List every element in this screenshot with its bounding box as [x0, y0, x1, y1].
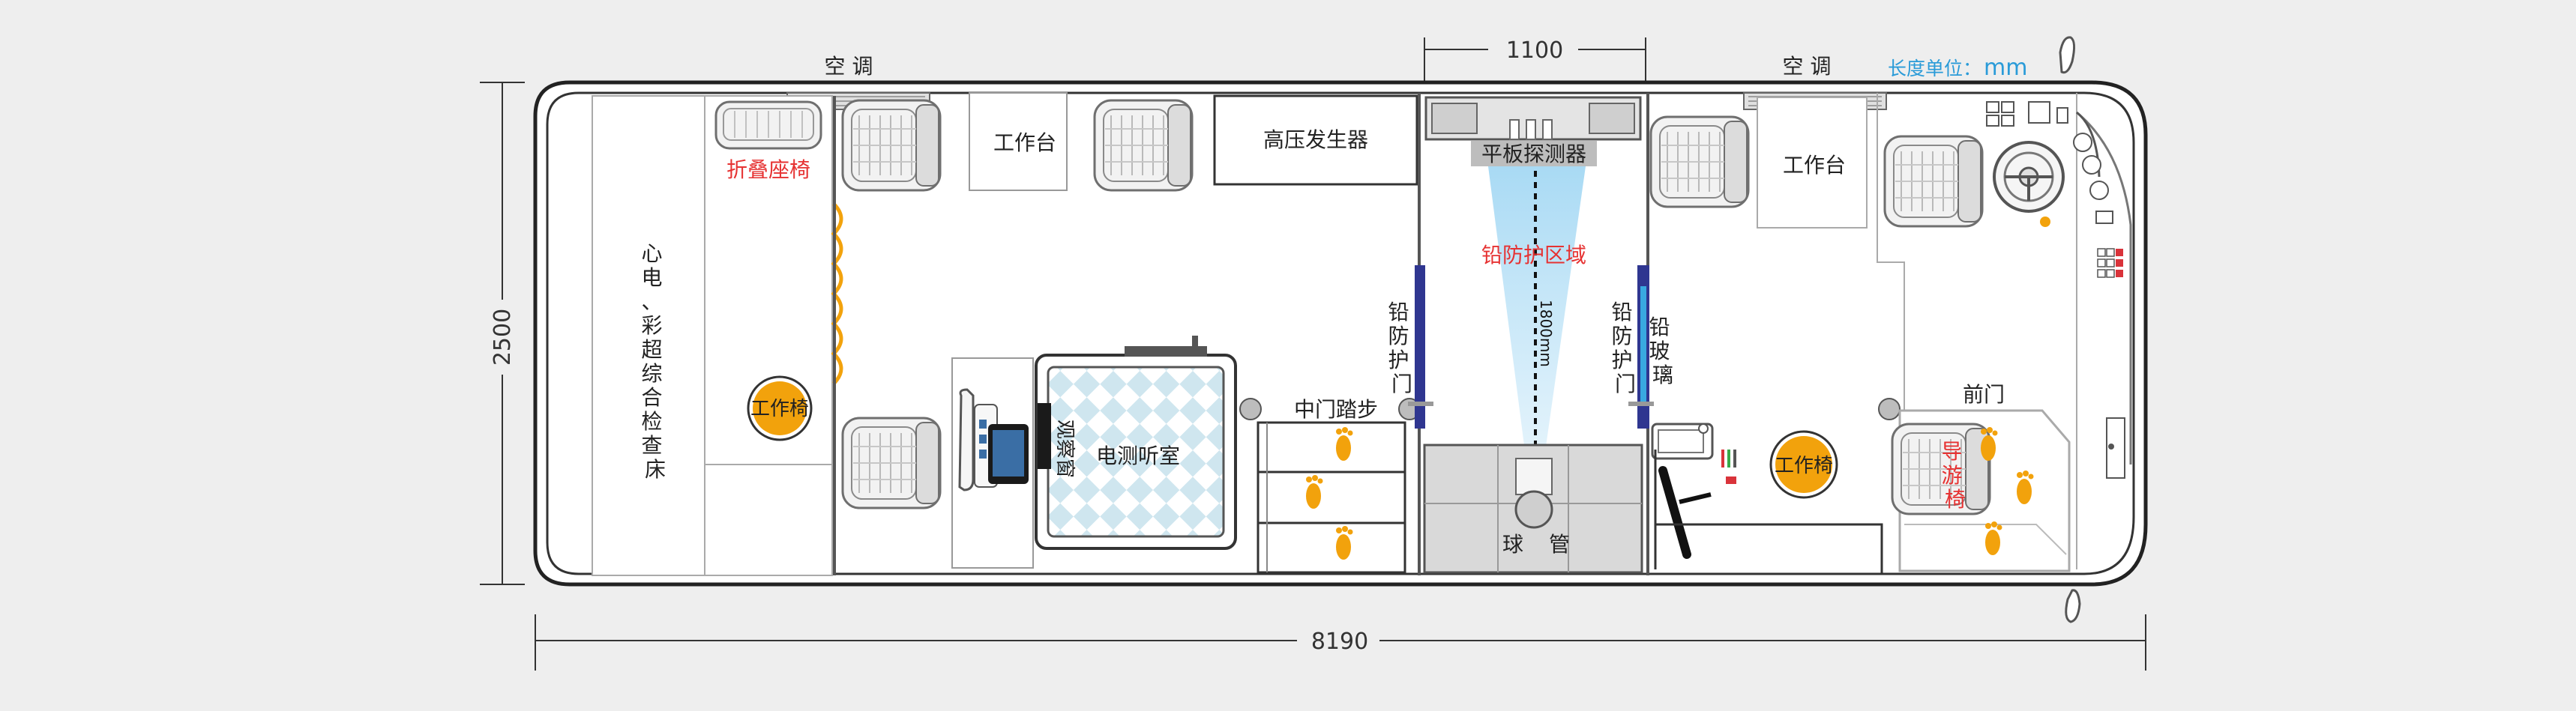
middle-step: [1257, 421, 1406, 574]
door-hinge-icon: [1408, 402, 1433, 406]
workbench-left: [969, 92, 1068, 191]
lead-door-left-label: 铅 防 护 门: [1388, 300, 1416, 396]
workbench-left-label: 工作台: [993, 130, 1056, 155]
seat-front-left: [1649, 115, 1750, 208]
lead-glass-label: 铅 玻 璃: [1649, 315, 1677, 387]
length-label: 8190: [1311, 629, 1368, 655]
dashboard-icon: [1986, 101, 2125, 479]
ultrasound-console: [951, 357, 1034, 569]
lead-glass: [1640, 286, 1646, 406]
unit-label: 长度单位：: [1888, 58, 1981, 79]
detector-span-label: 1100: [1506, 37, 1563, 64]
radiation-height-label: 1800mm: [1537, 300, 1555, 367]
work-chair-rear-label: 工作椅: [750, 398, 809, 420]
ac-right-label: 空 调: [1783, 54, 1832, 79]
observation-window-label: 观察窗: [1053, 420, 1076, 478]
mirror-icon: [2059, 36, 2081, 623]
front-door-label: 前门: [1963, 382, 2005, 407]
workbench-right-label: 工作台: [1783, 153, 1846, 178]
audiometry-booth: [1035, 336, 1237, 550]
bus-inner-shell: [546, 91, 2135, 575]
steering-wheel-icon: [1993, 141, 2065, 213]
width-label: 2500: [490, 309, 516, 366]
folding-seat: [714, 100, 822, 150]
unit-value: mm: [1984, 55, 2027, 81]
driver-seat: [1883, 135, 1984, 228]
seat-rear-top: [841, 99, 942, 192]
driver-area: [1877, 93, 2132, 569]
lead-door-right-label: 铅 防 护 门: [1612, 300, 1640, 396]
ecg-bed-label: 心 电 、 彩 超 综 合 检 查 床: [642, 241, 669, 482]
dimension-width: 2500: [480, 82, 525, 585]
seat-left-mid: [1093, 99, 1194, 192]
audiometry-room-label: 电测听室: [1096, 444, 1180, 468]
work-chair-front: [1769, 430, 1838, 499]
ac-left-label: 空 调: [825, 54, 873, 79]
flat-detector: [1471, 141, 1597, 166]
tube-left-label: 球: [1502, 532, 1523, 557]
door-hinge-icon: [1628, 402, 1654, 406]
xray-tube: [1423, 444, 1643, 574]
tube-right-label: 管: [1549, 532, 1570, 557]
guide-seat-label: 导 游 椅: [1942, 439, 1969, 512]
workbench-right: [1757, 97, 1868, 229]
seat-rear-bottom: [841, 417, 942, 509]
indicator-icon: [2040, 217, 2050, 227]
lead-door-left: [1415, 265, 1425, 429]
flat-detector-label: 平板探测器: [1481, 142, 1586, 166]
middle-step-label: 中门踏步: [1294, 397, 1378, 422]
exam-bed: [592, 95, 833, 576]
dimension-length: 8190: [535, 614, 2146, 671]
dimension-detector-span: 1100: [1424, 34, 1646, 82]
hv-generator: [1213, 94, 1418, 186]
lead-zone-label: 铅防护区域: [1481, 243, 1586, 267]
work-chair-front-label: 工作椅: [1775, 455, 1833, 477]
work-chair-rear: [747, 375, 813, 441]
hv-generator-label: 高压发生器: [1263, 127, 1368, 152]
control-panel: [1651, 423, 1883, 574]
folding-seat-label: 折叠座椅: [726, 157, 810, 182]
